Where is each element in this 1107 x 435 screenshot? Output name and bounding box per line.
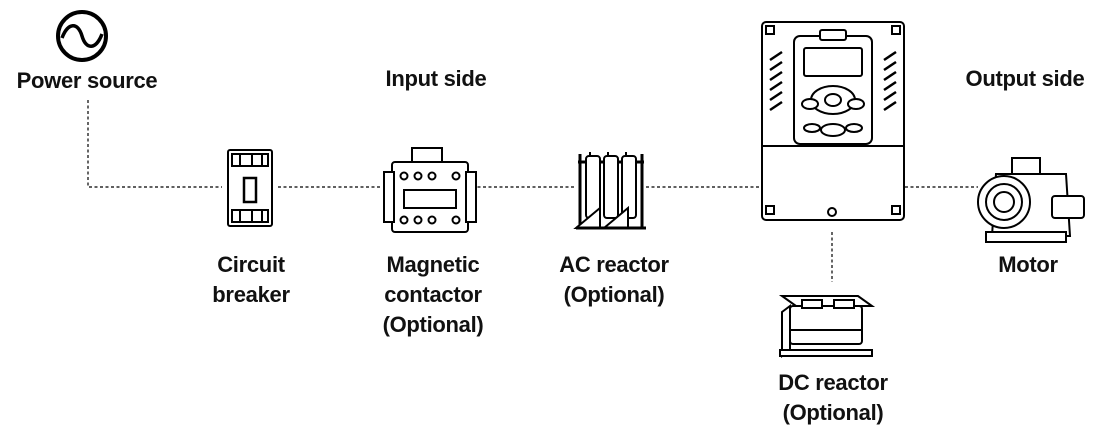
magnetic-contactor-label: Magnetic contactor (Optional) [382,252,484,337]
ac-sine-icon [56,10,108,62]
output-side-label: Output side [965,66,1085,91]
circuit-breaker-icon [227,149,273,227]
inverter-drive-icon [761,21,905,221]
circuit-breaker-label: Circuit breaker [212,252,290,307]
dc-reactor-icon [778,295,876,358]
dc-reactor-label: DC reactor (Optional) [778,370,888,425]
power-source-label: Power source [16,68,158,93]
wire-source-to-breaker [87,100,222,188]
ac-reactor-icon [573,152,646,230]
ac-reactor-label: AC reactor (Optional) [559,252,669,307]
connection-lines [87,100,978,282]
magnetic-contactor-icon [383,147,477,233]
motor-icon [977,157,1085,243]
motor-label: Motor [998,252,1058,277]
input-side-label: Input side [385,66,487,91]
